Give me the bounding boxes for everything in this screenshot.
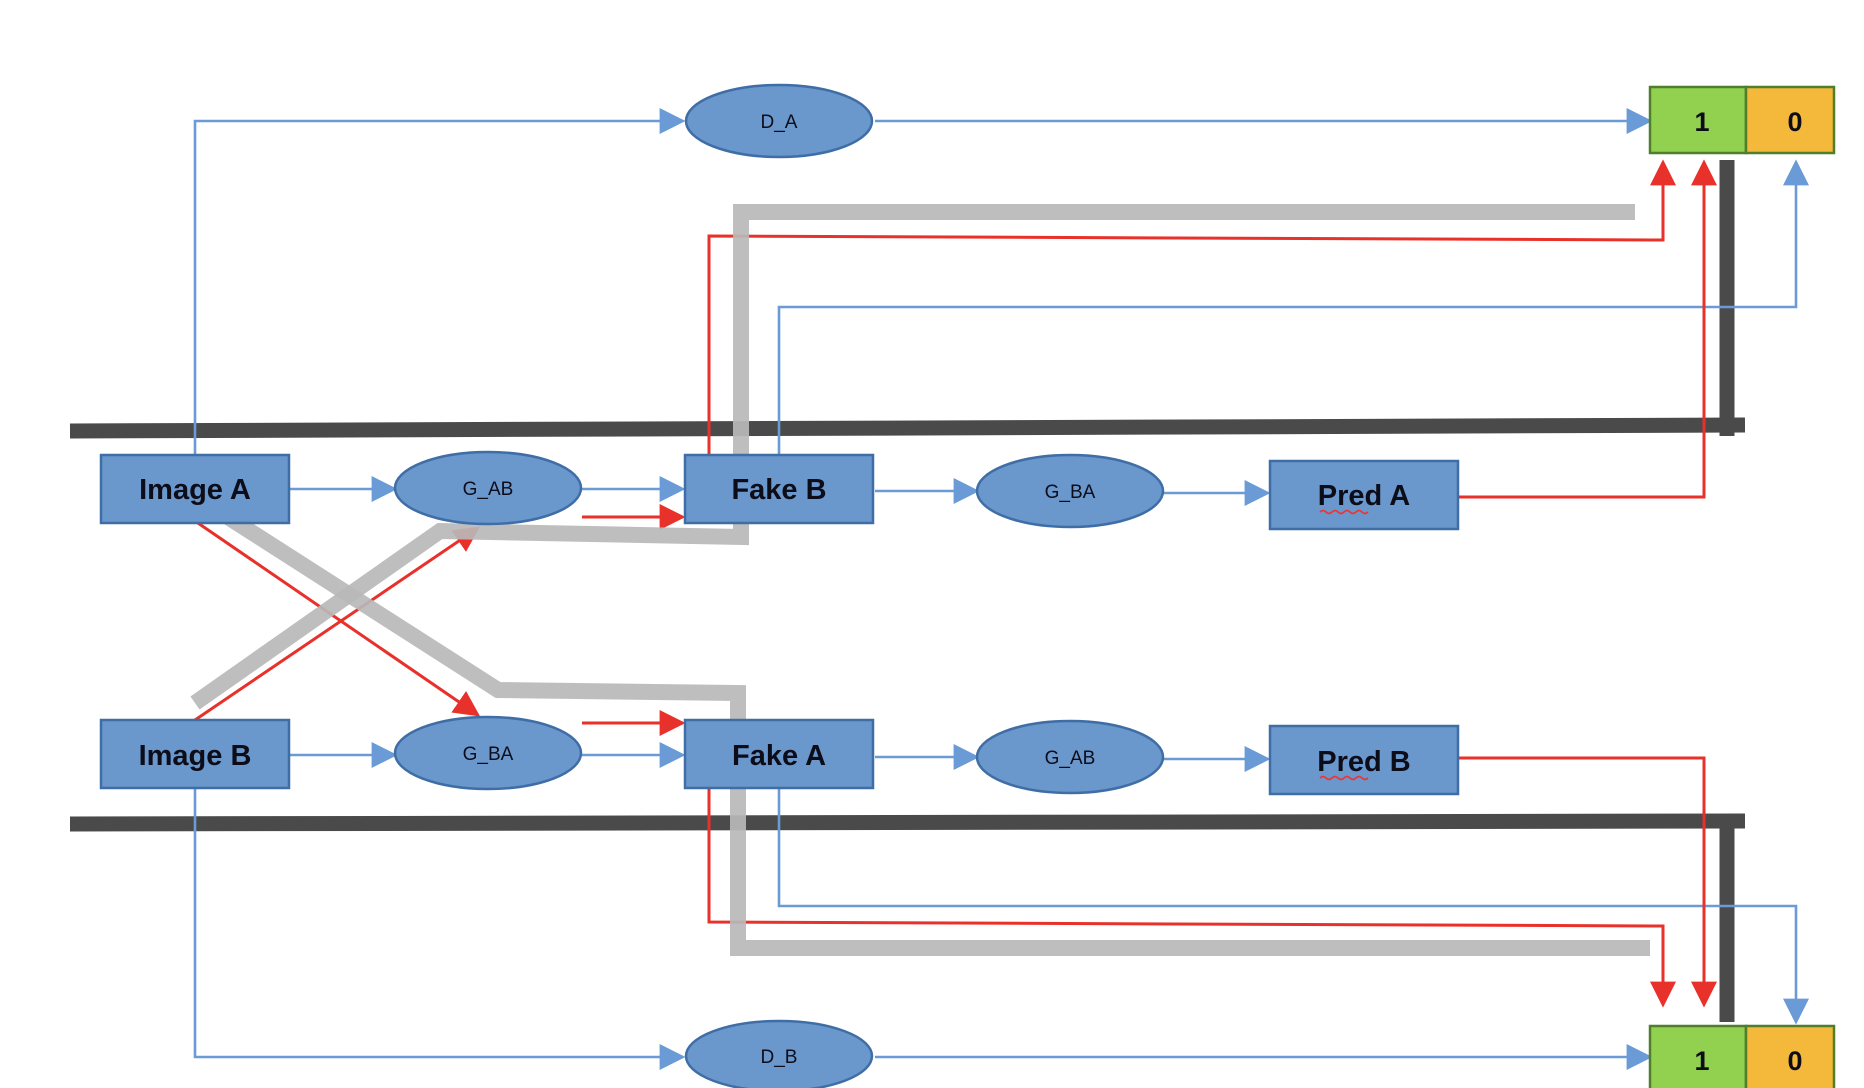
g-ba-bottom-label: G_BA — [463, 744, 514, 765]
output-bottom-fake-cell — [1744, 1024, 1836, 1088]
g-ba-top-node: G_BA — [975, 453, 1165, 529]
fake-a-node: Fake A — [683, 718, 875, 790]
output-bottom: 1 0 — [1648, 1024, 1836, 1088]
output-top: 1 0 — [1648, 85, 1836, 155]
d-b-label: D_B — [761, 1047, 798, 1068]
g-ba-bottom-node: G_BA — [393, 715, 583, 791]
output-bottom-real: 1 — [1694, 1046, 1709, 1076]
image-b-node: Image B — [99, 718, 291, 790]
separator-top — [69, 417, 1746, 439]
red-flows — [194, 159, 1717, 1008]
g-ab-bottom-label: G_AB — [1045, 748, 1096, 769]
image-b-label: Image B — [139, 740, 252, 772]
pred-a-label: Pred A — [1318, 480, 1410, 512]
output-top-fake: 0 — [1787, 107, 1802, 137]
fake-b-label: Fake B — [731, 474, 826, 506]
d-a-node: D_A — [684, 83, 874, 159]
image-a-node: Image A — [99, 453, 291, 525]
spellcheck-underline — [1319, 509, 1369, 515]
fake-b-node: Fake B — [683, 453, 875, 525]
d-a-label: D_A — [761, 112, 798, 133]
g-ab-top-label: G_AB — [463, 479, 514, 500]
spellcheck-underline — [1319, 775, 1369, 781]
blue-flows — [193, 108, 1809, 1070]
g-ab-top-node: G_AB — [393, 450, 583, 526]
gray-bands — [190, 204, 1650, 956]
output-top-real: 1 — [1694, 107, 1709, 137]
pred-a-node: Pred A — [1268, 459, 1460, 531]
output-bottom-real-cell — [1648, 1024, 1748, 1088]
output-bottom-fake: 0 — [1787, 1046, 1802, 1076]
g-ab-bottom-node: G_AB — [975, 719, 1165, 795]
g-ba-top-label: G_BA — [1045, 482, 1096, 503]
pred-b-label: Pred B — [1317, 746, 1410, 778]
pred-b-node: Pred B — [1268, 724, 1460, 796]
fake-a-label: Fake A — [732, 740, 826, 772]
d-b-node: D_B — [684, 1019, 874, 1088]
image-a-label: Image A — [139, 474, 251, 506]
output-top-fake-cell — [1744, 85, 1836, 155]
separator-bottom — [69, 813, 1746, 832]
